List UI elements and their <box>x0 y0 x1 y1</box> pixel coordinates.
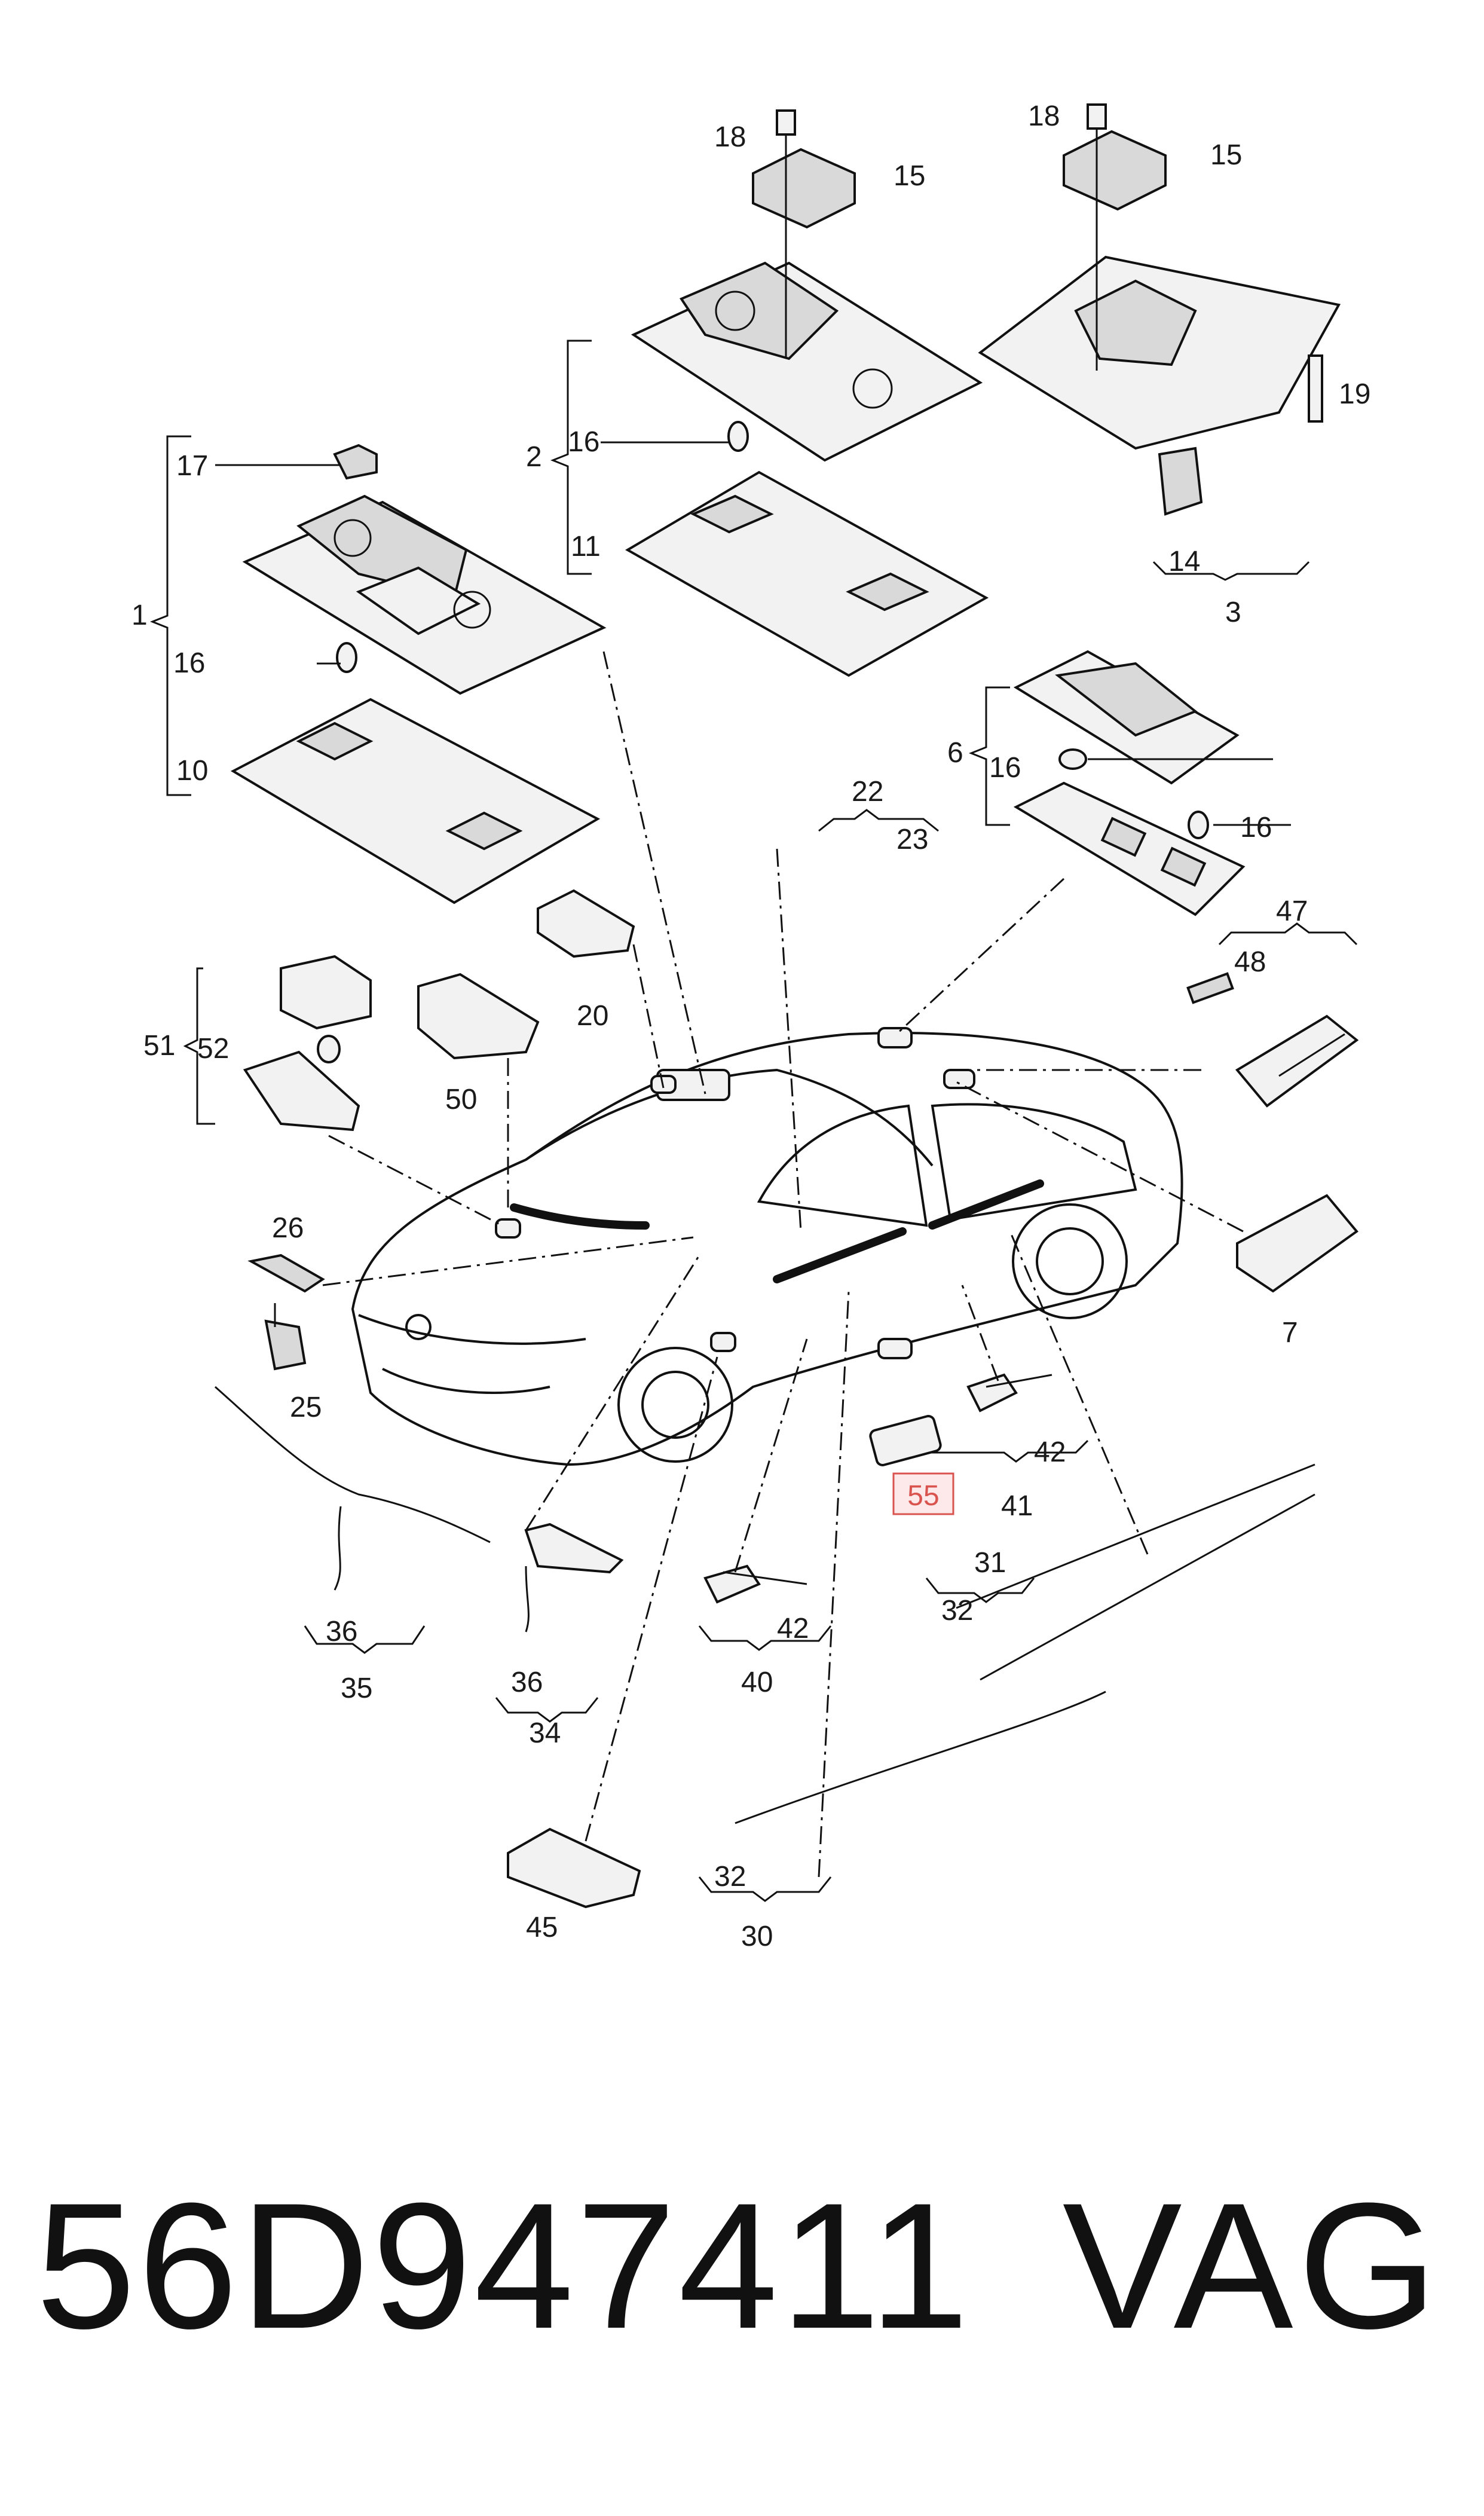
assembly-6-rear-console <box>1013 650 1359 1293</box>
callout-32-right: 32 <box>941 1595 973 1627</box>
callout-7: 7 <box>1282 1317 1298 1349</box>
callout-42-left: 42 <box>777 1613 809 1644</box>
assembly-1-front-console <box>230 444 607 904</box>
callout-11: 11 <box>571 531 601 562</box>
callout-20: 20 <box>577 1000 608 1032</box>
callout-51: 51 <box>143 1030 175 1062</box>
callout-16-rear-right: 16 <box>1240 812 1272 843</box>
callout-36-center: 36 <box>511 1667 543 1698</box>
car-outline <box>351 1027 1183 1466</box>
callout-26: 26 <box>272 1212 304 1244</box>
callout-50: 50 <box>445 1084 477 1115</box>
assembly-3-sunroof-console <box>978 103 1341 516</box>
callout-45: 45 <box>526 1912 558 1943</box>
callout-16-center: 16 <box>568 426 599 458</box>
callout-brackets <box>149 340 1358 1902</box>
callout-22: 22 <box>852 776 883 808</box>
callout-55-highlighted[interactable]: 55 <box>892 1472 954 1515</box>
callout-40: 40 <box>741 1667 773 1698</box>
callout-25: 25 <box>290 1392 322 1423</box>
highlighted-part-55-shape <box>869 1415 942 1466</box>
callout-36-left: 36 <box>326 1616 357 1647</box>
callout-3: 3 <box>1225 597 1241 628</box>
callout-labels: 17 1 16 10 18 15 2 16 11 18 15 19 14 3 2… <box>131 100 1370 1952</box>
callout-34: 34 <box>529 1717 561 1749</box>
callout-16-left: 16 <box>173 647 205 679</box>
callout-35: 35 <box>341 1673 372 1704</box>
footer: 56D947411 VAG <box>0 2152 1484 2379</box>
callout-55: 55 <box>907 1480 939 1512</box>
callout-18-right: 18 <box>1028 100 1060 132</box>
callout-1: 1 <box>131 600 148 631</box>
callout-48: 48 <box>1234 946 1266 978</box>
left-modules <box>243 889 635 1371</box>
callout-15-right: 15 <box>1210 139 1242 171</box>
callout-52: 52 <box>197 1033 229 1065</box>
callout-17: 17 <box>176 450 208 482</box>
callout-31: 31 <box>974 1547 1006 1579</box>
callout-19: 19 <box>1339 378 1370 410</box>
lower-parts <box>215 1373 1315 1909</box>
highlight-box <box>892 1472 954 1515</box>
callout-47: 47 <box>1276 895 1308 927</box>
callout-16-rear-left: 16 <box>989 752 1021 784</box>
leader-lines <box>215 441 1291 1878</box>
brand-name: VAG <box>1062 2165 1442 2366</box>
callout-14: 14 <box>1168 546 1200 577</box>
callout-2: 2 <box>526 441 542 473</box>
callout-10: 10 <box>176 755 208 787</box>
callout-18-center: 18 <box>714 121 746 153</box>
callout-6: 6 <box>947 737 963 769</box>
callout-15-center: 15 <box>894 160 925 192</box>
assembly-2-center-console <box>625 109 989 677</box>
callout-41: 41 <box>1001 1490 1033 1522</box>
callout-23: 23 <box>896 824 928 855</box>
callout-30: 30 <box>741 1921 773 1952</box>
part-number: 56D947411 <box>36 2165 972 2366</box>
callout-42-right: 42 <box>1034 1436 1066 1468</box>
callout-32-bottom: 32 <box>714 1861 746 1893</box>
